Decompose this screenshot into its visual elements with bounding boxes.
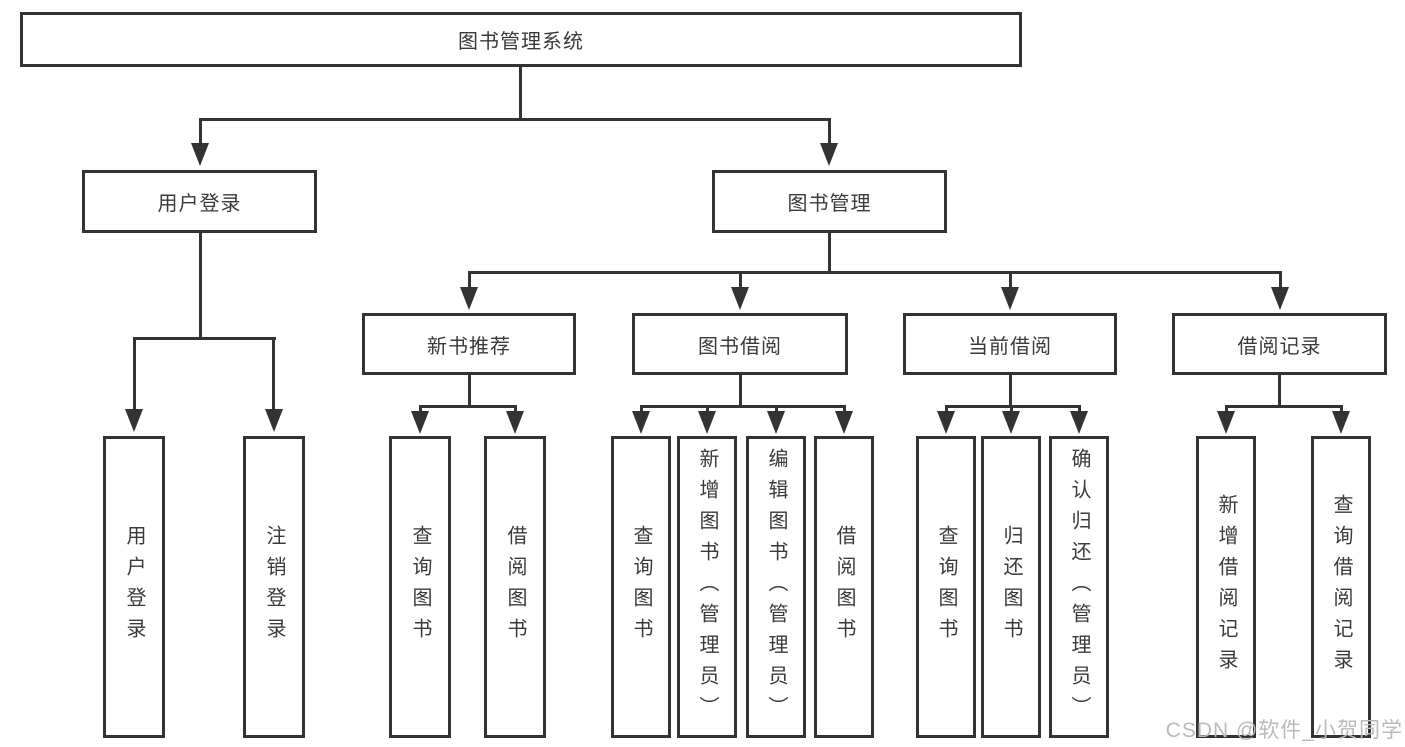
leaf-cb-confirm-return-admin: 确认归还（管理员） [1049, 436, 1109, 738]
connector-line [775, 405, 778, 415]
leaf-label: 确认归还（管理员） [1068, 447, 1090, 727]
connector-line [640, 405, 643, 415]
connector-line [199, 231, 202, 339]
arrowhead-down-icon [1001, 287, 1019, 310]
leaf-label: 借阅图书 [504, 525, 526, 649]
leaf-nbr-borrow-books: 借阅图书 [484, 436, 546, 738]
leaf-label: 查询图书 [630, 525, 652, 649]
leaf-nbr-query-books: 查询图书 [389, 436, 451, 738]
arrowhead-down-icon [698, 411, 716, 434]
connector-line [133, 337, 276, 340]
arrowhead-down-icon [506, 411, 524, 434]
node-new-book-recommend: 新书推荐 [362, 313, 576, 375]
leaf-label: 新增借阅记录 [1215, 494, 1237, 680]
leaf-label: 查询图书 [409, 525, 431, 649]
connector-line [739, 271, 742, 289]
node-label: 借阅记录 [1237, 335, 1322, 358]
node-current-borrowing: 当前借阅 [903, 313, 1117, 375]
arrowhead-down-icon [937, 411, 955, 434]
connector-line [1009, 373, 1012, 407]
connector-line [640, 405, 845, 408]
node-label: 图书管理系统 [458, 31, 584, 53]
node-label: 图书借阅 [698, 335, 782, 358]
connector-line [1340, 405, 1343, 415]
connector-line [1225, 405, 1342, 408]
connector-line [1279, 271, 1282, 289]
arrowhead-down-icon [731, 287, 749, 310]
leaf-bb-edit-books-admin: 编辑图书（管理员） [746, 436, 806, 738]
connector-line [1009, 271, 1012, 289]
leaf-label: 用户登录 [123, 525, 145, 649]
node-label: 用户登录 [157, 193, 242, 215]
leaf-user-login: 用户登录 [103, 436, 165, 738]
connector-line [739, 373, 742, 407]
node-label: 图书管理 [787, 193, 872, 215]
leaf-bb-add-books-admin: 新增图书（管理员） [677, 436, 737, 738]
leaf-cb-return-books: 归还图书 [981, 436, 1041, 738]
arrowhead-down-icon [460, 287, 478, 310]
leaf-label: 查询借阅记录 [1330, 494, 1352, 680]
connector-line [828, 231, 831, 273]
connector-line [1225, 405, 1228, 415]
connector-line [468, 271, 1282, 274]
leaf-label: 注销登录 [263, 525, 285, 649]
connector-line [133, 337, 136, 413]
arrowhead-down-icon [767, 411, 785, 434]
connector-line [514, 405, 517, 415]
connector-line [1078, 405, 1081, 415]
leaf-bb-borrow-books: 借阅图书 [814, 436, 874, 738]
connector-line [1278, 373, 1281, 407]
arrowhead-down-icon [1332, 411, 1350, 434]
arrowhead-down-icon [265, 409, 283, 432]
connector-line [945, 405, 948, 415]
node-label: 新书推荐 [427, 335, 511, 358]
leaf-rec-query-record: 查询借阅记录 [1311, 436, 1371, 738]
connector-line [828, 118, 831, 146]
leaf-logout: 注销登录 [243, 436, 305, 738]
leaf-label: 编辑图书（管理员） [765, 447, 787, 727]
connector-line [272, 337, 275, 413]
node-book-management-system: 图书管理系统 [20, 12, 1022, 67]
node-borrow-records: 借阅记录 [1172, 313, 1387, 375]
connector-line [199, 118, 202, 146]
connector-line [519, 65, 522, 120]
leaf-bb-query-books: 查询图书 [611, 436, 671, 738]
arrowhead-down-icon [1070, 411, 1088, 434]
connector-line [199, 118, 831, 121]
arrowhead-down-icon [125, 409, 143, 432]
arrowhead-down-icon [1271, 287, 1289, 310]
arrowhead-down-icon [1217, 411, 1235, 434]
arrowhead-down-icon [835, 411, 853, 434]
arrowhead-down-icon [632, 411, 650, 434]
connector-line [468, 373, 471, 407]
arrowhead-down-icon [820, 143, 838, 166]
node-label: 当前借阅 [968, 335, 1052, 358]
leaf-rec-add-record: 新增借阅记录 [1196, 436, 1256, 738]
connector-line [843, 405, 846, 415]
leaf-cb-query-books: 查询图书 [916, 436, 976, 738]
leaf-label: 归还图书 [1000, 525, 1022, 649]
leaf-label: 借阅图书 [833, 525, 855, 649]
node-book-management: 图书管理 [712, 170, 947, 233]
connector-line [419, 405, 517, 408]
connector-line [468, 271, 471, 289]
watermark: CSDN @软件_小贺同学 [1165, 719, 1403, 742]
node-user-login: 用户登录 [82, 170, 317, 233]
connector-line [1010, 405, 1013, 415]
arrowhead-down-icon [1002, 411, 1020, 434]
leaf-label: 新增图书（管理员） [696, 447, 718, 727]
arrowhead-down-icon [191, 143, 209, 166]
node-book-borrowing: 图书借阅 [632, 313, 848, 375]
arrowhead-down-icon [411, 411, 429, 434]
leaf-label: 查询图书 [935, 525, 957, 649]
connector-line [419, 405, 422, 415]
connector-line [706, 405, 709, 415]
